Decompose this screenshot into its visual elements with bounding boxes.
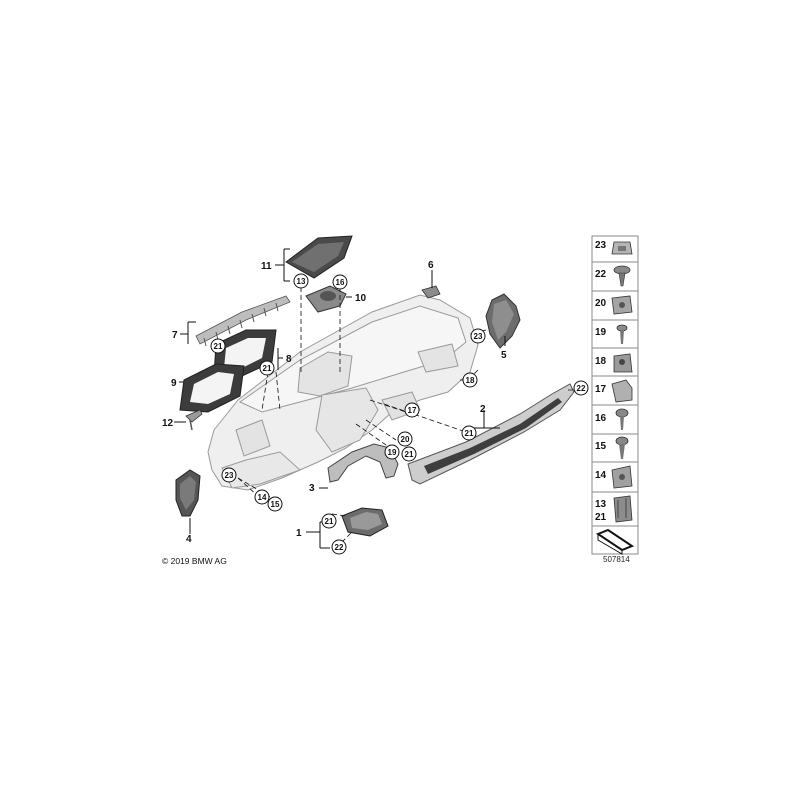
clip-icon [613, 495, 633, 523]
circled-callout-19: 19 [388, 448, 397, 457]
clip-part-12 [185, 409, 203, 431]
legend-label-18: 18 [595, 356, 607, 367]
circled-callout-16: 16 [336, 278, 345, 287]
callout-3: 3 [309, 483, 315, 494]
circled-callout-20: 20 [401, 435, 410, 444]
legend-label-23: 23 [595, 240, 607, 251]
circled-callouts [210, 273, 589, 555]
circled-callout-23a: 23 [474, 332, 483, 341]
legend-label-13: 13 [595, 499, 607, 510]
circled-callout-18: 18 [466, 376, 475, 385]
legend-label-15: 15 [595, 441, 607, 452]
circled-callout-14: 14 [258, 493, 267, 502]
circled-callout-22b: 22 [335, 543, 344, 552]
callout-5: 5 [501, 350, 507, 361]
expanding-nut-icon [613, 353, 633, 373]
clip-nut-icon [611, 465, 633, 489]
circled-callout-labels: 13 16 21 21 23 18 17 21 20 19 21 22 23 1… [214, 277, 586, 552]
legend-label-20: 20 [595, 298, 607, 309]
decor-trim-part-2 [407, 383, 575, 485]
legend-label-17: 17 [595, 384, 607, 395]
legend-label-19: 19 [595, 327, 607, 338]
circled-callout-21d: 21 [405, 450, 414, 459]
sealing-strip-icon [595, 528, 635, 555]
legend-label-22: 22 [595, 269, 607, 280]
screw-icon [615, 436, 629, 459]
callout-labels: 1 2 3 4 5 6 7 8 9 10 11 12 [162, 260, 507, 545]
circled-callout-13: 13 [297, 277, 306, 286]
callout-11: 11 [261, 261, 272, 272]
display-holder-part [305, 285, 347, 313]
circled-callout-21c: 21 [465, 429, 474, 438]
spring-nut-icon [611, 295, 633, 315]
callout-12: 12 [162, 418, 174, 429]
frame-part-9 [179, 363, 245, 413]
callout-4: 4 [186, 534, 192, 545]
leader-lines [174, 248, 506, 549]
circled-callout-21b: 21 [263, 364, 272, 373]
circled-callout-21a: 21 [214, 342, 223, 351]
screw-icon [615, 408, 629, 430]
air-vent-part-1 [341, 507, 389, 537]
speaker-grille-left [175, 469, 201, 517]
screw-icon [613, 265, 631, 287]
circled-callout-22a: 22 [577, 384, 586, 393]
diagram-id: 507814 [603, 555, 630, 564]
fastener-legend: 23 22 20 19 18 17 16 15 14 13 21 [591, 235, 639, 555]
callout-7: 7 [172, 330, 178, 341]
dashboard-carrier [207, 294, 479, 491]
screw-icon [616, 324, 628, 344]
callout-8: 8 [286, 354, 292, 365]
callout-1: 1 [296, 528, 302, 539]
circled-callout-17: 17 [408, 406, 417, 415]
circled-callout-23b: 23 [225, 471, 234, 480]
callout-10: 10 [355, 293, 367, 304]
legend-label-21: 21 [595, 512, 607, 523]
central-display-part [285, 235, 353, 279]
callout-6: 6 [428, 260, 434, 271]
circled-callout-15: 15 [271, 500, 280, 509]
circled-callout-21e: 21 [325, 517, 334, 526]
copyright-notice: © 2019 BMW AG [162, 556, 227, 566]
frame-part-3 [327, 443, 399, 483]
legend-label-16: 16 [595, 413, 607, 424]
sensor-part-6 [421, 285, 441, 299]
legend-label-14: 14 [595, 470, 607, 481]
callout-9: 9 [171, 378, 177, 389]
clip-nut-icon [611, 241, 633, 255]
speaker-grille-right [485, 293, 521, 349]
callout-2: 2 [480, 404, 486, 415]
trim-strip-part [195, 295, 291, 347]
bracket-clip-icon [611, 379, 633, 403]
